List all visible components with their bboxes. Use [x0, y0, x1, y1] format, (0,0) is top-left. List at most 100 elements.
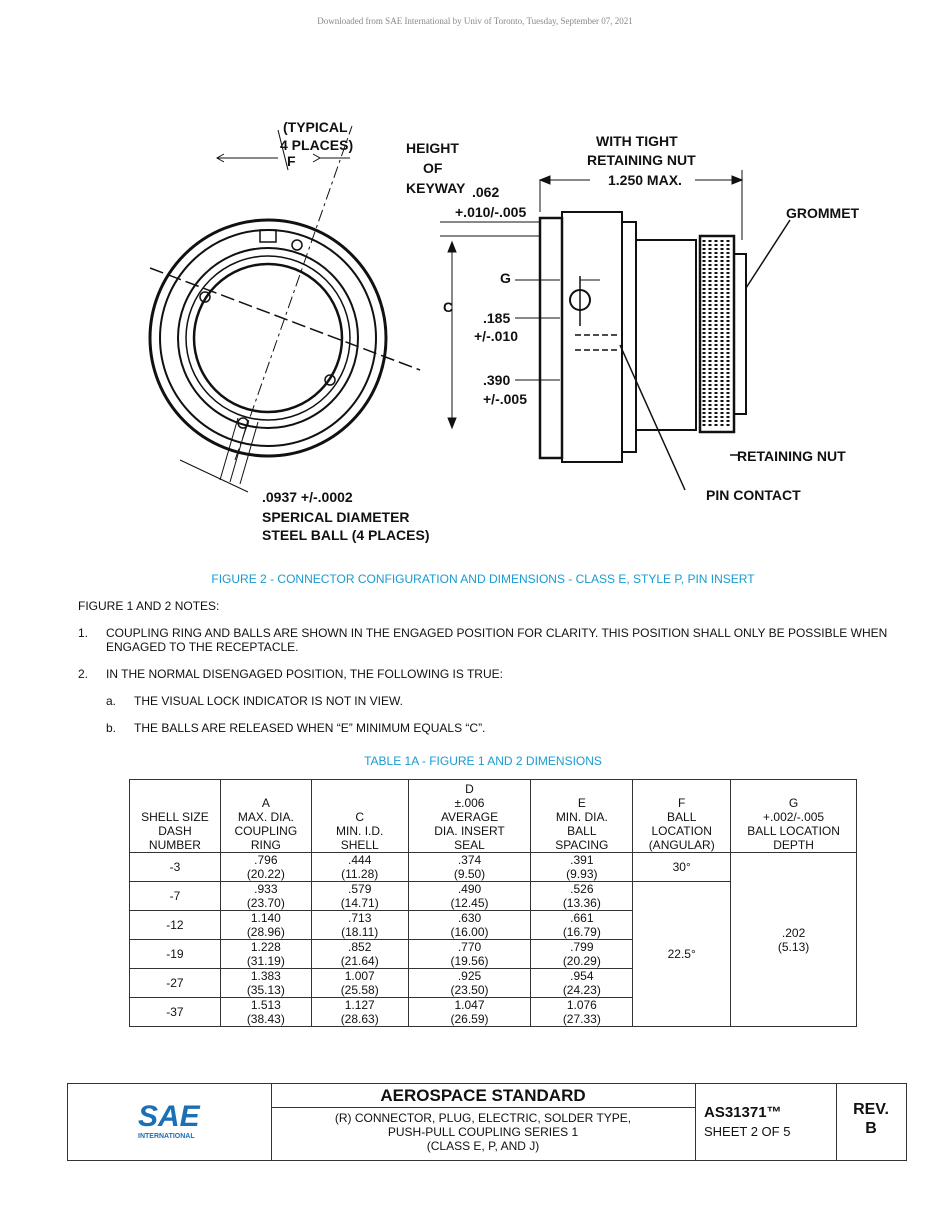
note-number: b.	[106, 721, 117, 735]
cell-a: 1.513(38.43)	[219, 997, 312, 1027]
cell-e: .661(16.79)	[530, 910, 634, 940]
table-row: -12 1.140(28.96) .713(18.11) .630(16.00)…	[129, 910, 857, 940]
cell-e: .799(20.29)	[530, 939, 634, 969]
cell-dash: -19	[129, 939, 221, 969]
table-title: TABLE 1A - FIGURE 1 AND 2 DIMENSIONS	[364, 754, 602, 768]
notes-title: FIGURE 1 AND 2 NOTES:	[78, 599, 220, 613]
g-label: G	[500, 270, 511, 286]
cell-c: .852(21.64)	[310, 939, 409, 969]
cell-dash: -27	[129, 968, 221, 998]
of-label: OF	[423, 160, 443, 176]
cell-dash: -37	[129, 997, 221, 1027]
cell-dash: -12	[129, 910, 221, 940]
ball-desc-1-label: SPERICAL DIAMETER	[262, 509, 410, 525]
keyway-tol: +.010/-.005	[455, 204, 526, 220]
cell-a: .933(23.70)	[219, 881, 312, 911]
table-row: -7 .933(23.70) .579(14.71) .490(12.45) .…	[129, 881, 857, 1027]
cell-f-first: 30°	[632, 852, 732, 882]
connector-figure: (TYPICAL 4 PLACES) F HEIGHT OF KEYWAY .0…	[120, 100, 900, 560]
dim-390-label: .390	[483, 372, 510, 388]
cell-a: .796(20.22)	[219, 852, 312, 882]
cell-e: .954(24.23)	[530, 968, 634, 998]
max-dim-label: 1.250 MAX.	[608, 172, 682, 188]
title-cell: AEROSPACE STANDARD (R) CONNECTOR, PLUG, …	[271, 1084, 696, 1160]
ball-desc-2-label: STEEL BALL (4 PLACES)	[262, 527, 430, 543]
table-row: -19 1.228(31.19) .852(21.64) .770(19.56)…	[129, 939, 857, 969]
cell-d: .374(9.50)	[407, 852, 532, 882]
with-tight-label: WITH TIGHT	[596, 133, 678, 149]
connector-drawing: (TYPICAL 4 PLACES) F HEIGHT OF KEYWAY .0…	[148, 119, 860, 543]
note-text: COUPLING RING AND BALLS ARE SHOWN IN THE…	[106, 626, 888, 654]
cell-dash: -7	[129, 881, 221, 911]
side-view	[440, 170, 791, 491]
cell-dash: -3	[129, 852, 221, 882]
sae-logo-text: SAE	[138, 1100, 201, 1133]
cell-c: .444(11.28)	[310, 852, 409, 882]
cell-d: .490(12.45)	[407, 881, 532, 911]
cell-d: 1.047(26.59)	[407, 997, 532, 1027]
cell-e: 1.076(27.33)	[530, 997, 634, 1027]
cell-c: 1.007(25.58)	[310, 968, 409, 998]
grommet-label: GROMMET	[786, 205, 860, 221]
logo-cell: SAE INTERNATIONAL	[68, 1084, 272, 1160]
note-text: THE VISUAL LOCK INDICATOR IS NOT IN VIEW…	[134, 694, 403, 708]
cell-d: .630(16.00)	[407, 910, 532, 940]
note-text: THE BALLS ARE RELEASED WHEN “E” MINIMUM …	[134, 721, 486, 735]
keyway-dim: .062	[472, 184, 499, 200]
revision: REV. B	[853, 1101, 889, 1137]
sheet-number: SHEET 2 OF 5	[704, 1124, 791, 1139]
retaining-nut-label: RETAINING NUT	[737, 448, 846, 464]
pin-contact-label: PIN CONTACT	[706, 487, 801, 503]
retaining-nut-top-label: RETAINING NUT	[587, 152, 696, 168]
title-block: SAE INTERNATIONAL AEROSPACE STANDARD (R)…	[67, 1083, 907, 1161]
sae-logo: SAE INTERNATIONAL	[138, 1100, 201, 1140]
typical-label: (TYPICAL	[283, 119, 348, 135]
cell-c: 1.127(28.63)	[310, 997, 409, 1027]
cell-f-rest: 22.5°	[632, 881, 732, 1027]
note-number: a.	[106, 694, 117, 708]
dim-185-label: .185	[483, 310, 510, 326]
tol-185-label: +/-.010	[474, 328, 518, 344]
cell-c: .579(14.71)	[310, 881, 409, 911]
f-label: F	[287, 153, 296, 169]
standard-title: AEROSPACE STANDARD	[271, 1084, 695, 1108]
cell-d: .770(19.56)	[407, 939, 532, 969]
height-label: HEIGHT	[406, 140, 459, 156]
sae-logo-sub: INTERNATIONAL	[138, 1133, 195, 1140]
tol-390-label: +/-.005	[483, 391, 527, 407]
table-row: -27 1.383(35.13) 1.007(25.58) .925(23.50…	[129, 968, 857, 998]
doc-number: AS31371™	[704, 1104, 782, 1121]
cell-e: .391(9.93)	[530, 852, 634, 882]
note-number: 2.	[78, 667, 89, 681]
cell-a: 1.140(28.96)	[219, 910, 312, 940]
figure-caption: FIGURE 2 - CONNECTOR CONFIGURATION AND D…	[211, 572, 755, 586]
note-text: IN THE NORMAL DISENGAGED POSITION, THE F…	[106, 667, 503, 681]
note-number: 1.	[78, 626, 89, 640]
front-view	[148, 125, 421, 493]
cell-a: 1.383(35.13)	[219, 968, 312, 998]
cell-d: .925(23.50)	[407, 968, 532, 998]
cell-c: .713(18.11)	[310, 910, 409, 940]
download-note: Downloaded from SAE International by Uni…	[317, 16, 633, 26]
doc-number-cell: AS31371™ SHEET 2 OF 5	[695, 1084, 837, 1160]
cell-g: .202(5.13)	[730, 852, 857, 1027]
four-places-label: 4 PLACES)	[280, 137, 353, 153]
cell-e: .526(13.36)	[530, 881, 634, 911]
c-label: C	[443, 299, 453, 315]
table-row: -3 .796(20.22) .444(11.28) .374(9.50) .3…	[129, 852, 857, 1027]
standard-description: (R) CONNECTOR, PLUG, ELECTRIC, SOLDER TY…	[334, 1111, 632, 1153]
table-row: -37 1.513(38.43) 1.127(28.63) 1.047(26.5…	[129, 997, 857, 1027]
revision-cell: REV. B	[836, 1084, 906, 1160]
ball-dim-label: .0937 +/-.0002	[262, 489, 353, 505]
keyway-label: KEYWAY	[406, 180, 466, 196]
cell-a: 1.228(31.19)	[219, 939, 312, 969]
